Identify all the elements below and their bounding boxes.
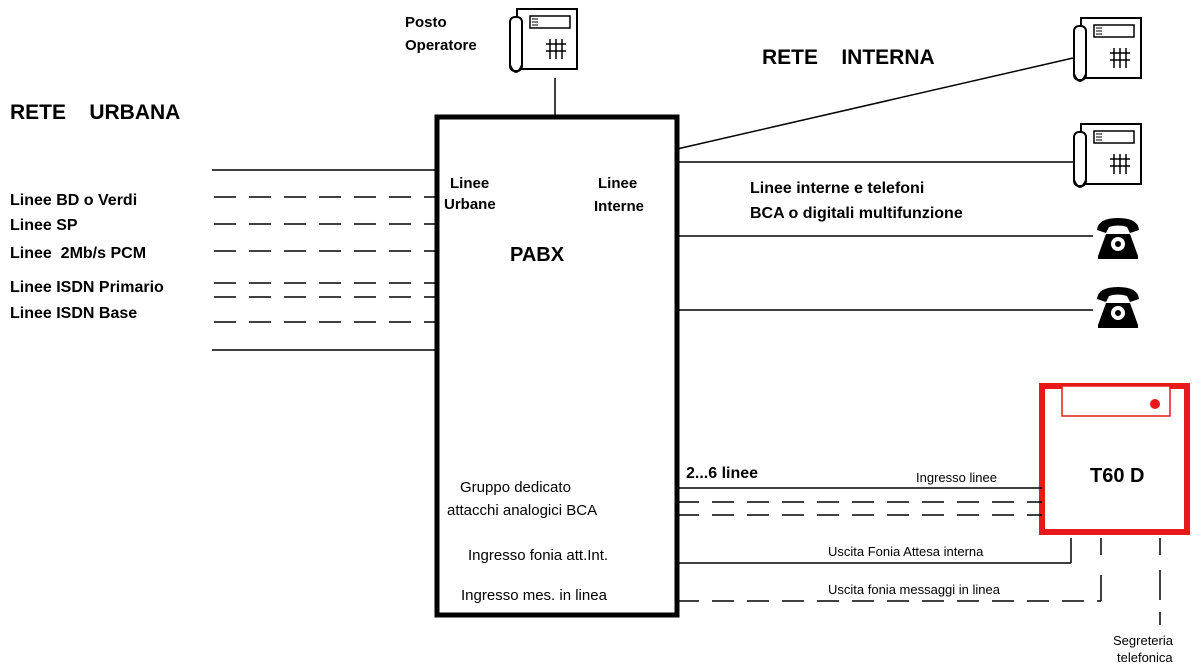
classic-telephone-icon xyxy=(1097,218,1139,259)
desk-phone-icon xyxy=(1073,123,1142,188)
rete-interna-title: RETE INTERNA xyxy=(762,46,935,69)
rete-urbana-title: RETE URBANA xyxy=(10,101,180,124)
ingresso-fonia-label: Ingresso fonia att.Int. xyxy=(468,547,608,564)
uscita-messaggi-label: Uscita fonia messaggi in linea xyxy=(828,582,1001,597)
segreteria-label-1: Segreteria xyxy=(1113,633,1174,648)
urban-line-label: Linee ISDN Primario xyxy=(10,279,164,296)
classic-telephone-icon xyxy=(1097,287,1139,328)
lines-count-label: 2...6 linee xyxy=(686,465,758,482)
urban-line-label: Linee ISDN Base xyxy=(10,305,137,322)
pabx-label: PABX xyxy=(510,244,565,266)
ingresso-linee-label: Ingresso linee xyxy=(916,470,997,485)
urban-line-label: Linee 2Mb/s PCM xyxy=(10,245,146,262)
desk-phone-icon xyxy=(1073,17,1142,82)
internal-desc-2: BCA o digitali multifunzione xyxy=(750,205,963,222)
urban-dashed-lines xyxy=(214,196,437,323)
gruppo-label-1: Gruppo dedicato xyxy=(460,479,571,496)
linee-urbane-label-2: Urbane xyxy=(444,196,496,213)
urban-line-label: Linee SP xyxy=(10,217,78,234)
linee-urbane-label-1: Linee xyxy=(450,175,489,192)
operator-phone-icon xyxy=(509,8,578,73)
pabx-box xyxy=(434,114,680,618)
t60d-led xyxy=(1150,399,1160,409)
operator-label-1: Posto xyxy=(405,14,447,31)
ingresso-mes-label: Ingresso mes. in linea xyxy=(461,587,608,604)
segreteria-label-2: telefonica xyxy=(1117,650,1173,665)
internal-desc-1: Linee interne e telefoni xyxy=(750,180,924,197)
urban-line-label: Linee BD o Verdi xyxy=(10,192,137,209)
uscita-fonia-label: Uscita Fonia Attesa interna xyxy=(828,544,984,559)
linee-interne-label-2: Interne xyxy=(594,198,644,215)
linee-interne-label-1: Linee xyxy=(598,175,637,192)
t60d-label: T60 D xyxy=(1090,465,1144,487)
operator-label-2: Operatore xyxy=(405,37,477,54)
gruppo-label-2: attacchi analogici BCA xyxy=(447,502,597,519)
internal-line-1 xyxy=(676,57,1074,150)
